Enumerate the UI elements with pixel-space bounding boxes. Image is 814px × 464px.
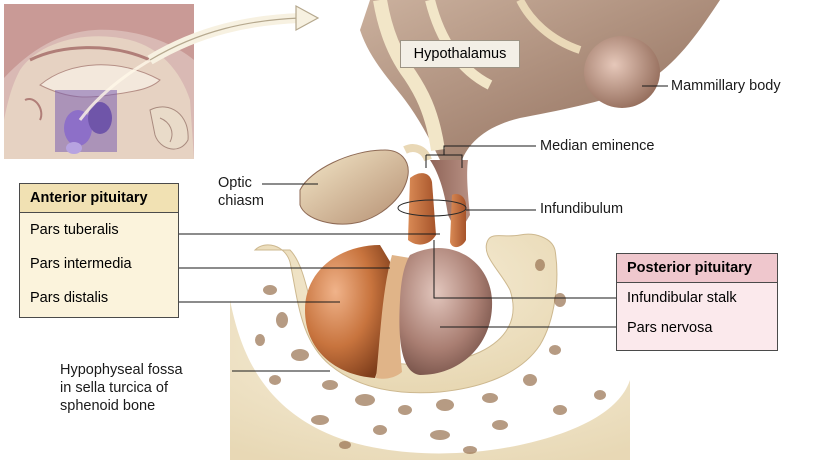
zoom-arrow (147, 4, 320, 65)
infundibulum-shape (397, 160, 470, 248)
brain-inset-image (4, 4, 216, 159)
label-fossa-line1: Hypophyseal fossa (60, 362, 183, 378)
hypothalamus-tissue (360, 0, 720, 160)
anterior-item-pars-intermedia: Pars intermedia (30, 256, 132, 272)
label-fossa-line3: sphenoid bone (60, 398, 156, 414)
posterior-pituitary-box: Posterior pituitary Infundibular stalk P… (616, 253, 778, 351)
anterior-pituitary-box: Anterior pituitary Pars tuberalis Pars i… (19, 183, 179, 318)
leader-lines (137, 85, 668, 372)
posterior-item-pars-nervosa: Pars nervosa (627, 320, 713, 336)
anterior-item-pars-distalis: Pars distalis (30, 290, 109, 306)
label-optic-chiasm-line1: Optic (218, 175, 252, 191)
label-median-eminence: Median eminence (540, 138, 655, 154)
anterior-pituitary-title: Anterior pituitary (20, 184, 178, 213)
label-mammillary-body: Mammillary body (671, 78, 781, 94)
posterior-item-infundibular-stalk: Infundibular stalk (627, 290, 737, 306)
label-optic-chiasm-line2: chiasm (218, 193, 264, 209)
label-fossa-line2: in sella turcica of (60, 380, 168, 396)
mammillary-body-shape (584, 36, 660, 108)
optic-chiasm-shape (299, 144, 432, 225)
label-hypothalamus: Hypothalamus (400, 40, 520, 68)
label-infundibulum: Infundibulum (540, 201, 624, 217)
pituitary-gland (305, 245, 493, 379)
anterior-item-pars-tuberalis: Pars tuberalis (30, 222, 119, 238)
posterior-pituitary-title: Posterior pituitary (617, 254, 777, 283)
